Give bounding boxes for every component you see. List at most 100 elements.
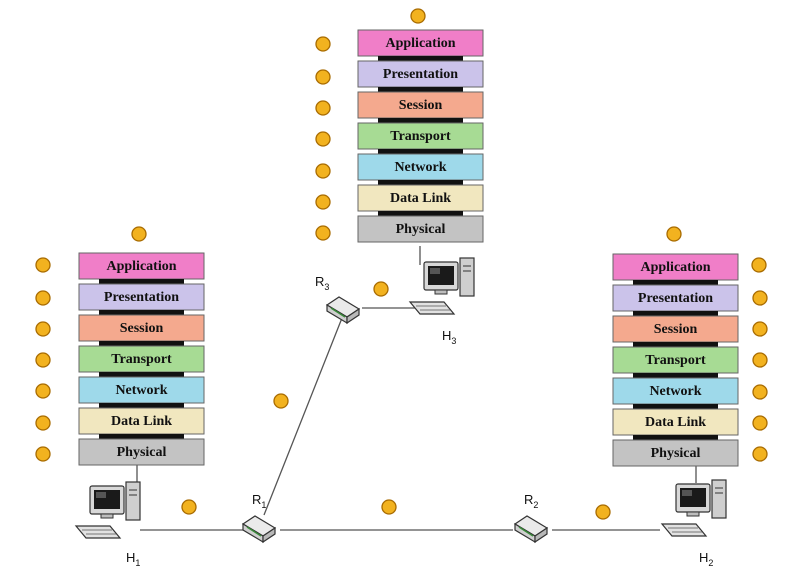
layer-label: Presentation <box>638 291 713 306</box>
packet-dot <box>35 321 51 337</box>
computer-icon <box>75 481 141 539</box>
host-h3: H3 <box>409 257 475 346</box>
packet-dot <box>410 8 426 24</box>
packet-dot <box>35 352 51 368</box>
packet-dot <box>752 352 768 368</box>
layer-label: Session <box>120 321 164 336</box>
layer-box <box>612 315 739 343</box>
host-label-subscript: 2 <box>708 558 713 568</box>
packet-dot <box>752 384 768 400</box>
router-label-subscript: 3 <box>324 282 329 292</box>
packet-dot <box>273 393 289 409</box>
layer-label: Transport <box>111 352 172 367</box>
packet-dot <box>381 499 397 515</box>
layer-label: Network <box>394 160 446 175</box>
layer-application: Application <box>78 252 205 280</box>
layer-separator <box>633 311 718 316</box>
layer-label: Data Link <box>111 414 172 429</box>
layer-data-link: Data Link <box>612 408 739 436</box>
packet-dot <box>131 226 147 242</box>
stack-h2: ApplicationPresentationSessionTransportN… <box>612 253 739 467</box>
router-label-subscript: 1 <box>261 500 266 510</box>
layer-transport: Transport <box>78 345 205 373</box>
layer-separator <box>99 403 184 408</box>
router-label-letter: R <box>252 492 261 507</box>
layer-separator <box>99 341 184 346</box>
packet-dot <box>315 225 331 241</box>
router-label: R1 <box>252 492 266 510</box>
packet-dot <box>35 290 51 306</box>
layer-separator <box>633 373 718 378</box>
router-label-letter: R <box>315 274 324 289</box>
links <box>136 246 697 531</box>
packet-dot <box>595 504 611 520</box>
packet-dot <box>315 36 331 52</box>
layer-label: Data Link <box>390 191 451 206</box>
layer-box <box>357 153 484 181</box>
layer-separator <box>633 280 718 285</box>
layer-separator <box>633 342 718 347</box>
layer-separator <box>378 211 463 216</box>
layer-label: Physical <box>396 222 446 237</box>
packet-dot <box>35 383 51 399</box>
packet-dot <box>35 446 51 462</box>
packet-dot <box>751 257 767 273</box>
router-label: R3 <box>315 274 329 292</box>
layer-application: Application <box>357 29 484 57</box>
packet-dot <box>752 415 768 431</box>
layer-box <box>612 284 739 312</box>
host-label: H3 <box>442 328 456 346</box>
layer-box <box>78 314 205 342</box>
packet-dot <box>315 194 331 210</box>
layer-box <box>612 439 739 467</box>
layer-box <box>612 253 739 281</box>
packet-dot <box>752 321 768 337</box>
router-r3: R3 <box>315 274 360 324</box>
layer-presentation: Presentation <box>78 283 205 311</box>
layer-box <box>357 184 484 212</box>
osi-stacks: ApplicationPresentationSessionTransportN… <box>78 29 739 467</box>
layer-box <box>357 215 484 243</box>
host-label: H2 <box>699 550 713 568</box>
layer-label: Network <box>649 384 701 399</box>
layer-separator <box>378 56 463 61</box>
layer-separator <box>99 310 184 315</box>
packet-dot <box>315 100 331 116</box>
layer-separator <box>633 435 718 440</box>
layer-separator <box>378 87 463 92</box>
packet-dot <box>315 69 331 85</box>
layer-box <box>78 345 205 373</box>
layer-label: Presentation <box>383 67 458 82</box>
layer-transport: Transport <box>612 346 739 374</box>
layer-separator <box>99 372 184 377</box>
layer-label: Transport <box>645 353 706 368</box>
router-label-letter: R <box>524 492 533 507</box>
computer-icon <box>409 257 475 315</box>
host-label-subscript: 3 <box>451 336 456 346</box>
layer-separator <box>99 279 184 284</box>
computer-icon <box>661 479 727 537</box>
packet-dot <box>373 281 389 297</box>
layer-presentation: Presentation <box>357 60 484 88</box>
layer-label: Session <box>399 98 443 113</box>
router-icon <box>242 515 276 543</box>
router-icon <box>514 515 548 543</box>
layer-session: Session <box>78 314 205 342</box>
host-h2: H2 <box>661 479 727 568</box>
layer-transport: Transport <box>357 122 484 150</box>
layer-label: Data Link <box>645 415 706 430</box>
layer-data-link: Data Link <box>78 407 205 435</box>
layer-box <box>78 438 205 466</box>
layer-data-link: Data Link <box>357 184 484 212</box>
packet-dot <box>315 163 331 179</box>
layer-box <box>78 407 205 435</box>
layer-box <box>357 29 484 57</box>
layer-network: Network <box>612 377 739 405</box>
packet-dot <box>315 131 331 147</box>
router-label-subscript: 2 <box>533 500 538 510</box>
layer-separator <box>378 118 463 123</box>
layer-separator <box>633 404 718 409</box>
layer-box <box>357 91 484 119</box>
layer-box <box>612 346 739 374</box>
